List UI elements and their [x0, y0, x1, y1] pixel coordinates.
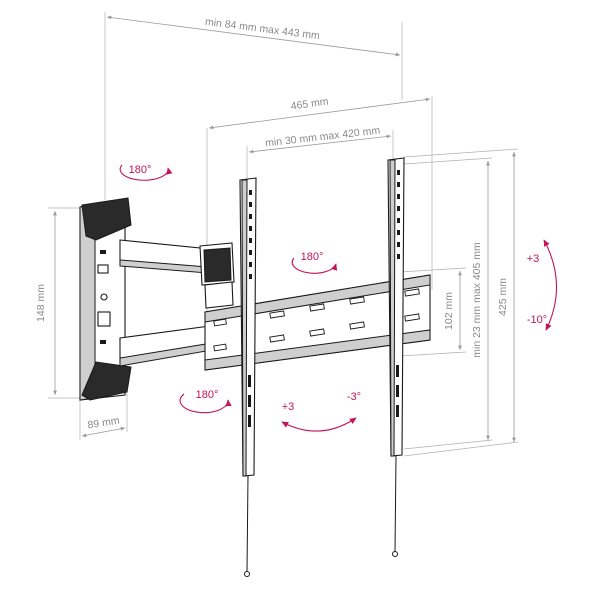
plate-width-label: 465 mm: [290, 96, 329, 113]
wall-plate-height-label: 148 mm: [35, 284, 47, 322]
vesa-vertical-label: min 23 mm max 405 mm: [471, 242, 483, 358]
rotation-tilt: +3 -10°: [527, 239, 558, 331]
wall-plate-depth-label: 89 mm: [87, 415, 121, 432]
tilt-up-label: +3: [527, 253, 540, 265]
rail-height-label: 102 mm: [443, 292, 455, 330]
vesa-horizontal-label: min 30 mm max 420 mm: [265, 124, 381, 149]
arm-extension-label: min 84 mm max 443 mm: [204, 16, 320, 42]
rotation-wall-swivel: 180°: [119, 164, 173, 181]
wall-swivel-label: 180°: [129, 164, 152, 176]
dimension-vesa-horizontal: min 30 mm max 420 mm: [246, 124, 394, 180]
dimension-plate-width: 465 mm: [206, 96, 433, 330]
wall-plate: [79, 197, 132, 401]
rotation-lower-swivel: 180°: [179, 389, 232, 414]
dimension-bracket-height: 425 mm: [403, 148, 519, 457]
rotation-level-adjust: +3 -3°: [281, 391, 361, 432]
level-plus-label: +3: [282, 401, 295, 413]
left-vertical-bracket: [239, 177, 257, 577]
lower-swivel-label: 180°: [196, 389, 219, 401]
dimension-rail-height: 102 mm: [399, 267, 467, 357]
right-vertical-bracket: [387, 157, 405, 557]
rail-plate: [204, 274, 431, 371]
tilt-down-label: -10°: [527, 314, 547, 326]
dimension-wall-plate-height: 148 mm: [35, 207, 82, 399]
swing-arm: [119, 239, 235, 367]
level-minus-label: -3°: [347, 391, 361, 403]
bracket-height-label: 425 mm: [497, 278, 509, 316]
dimension-vesa-vertical: min 23 mm max 405 mm: [403, 157, 493, 450]
rotation-center-swivel: 180°: [291, 251, 338, 274]
center-swivel-label: 180°: [301, 251, 324, 263]
dimension-wall-plate-depth: 89 mm: [79, 392, 128, 440]
